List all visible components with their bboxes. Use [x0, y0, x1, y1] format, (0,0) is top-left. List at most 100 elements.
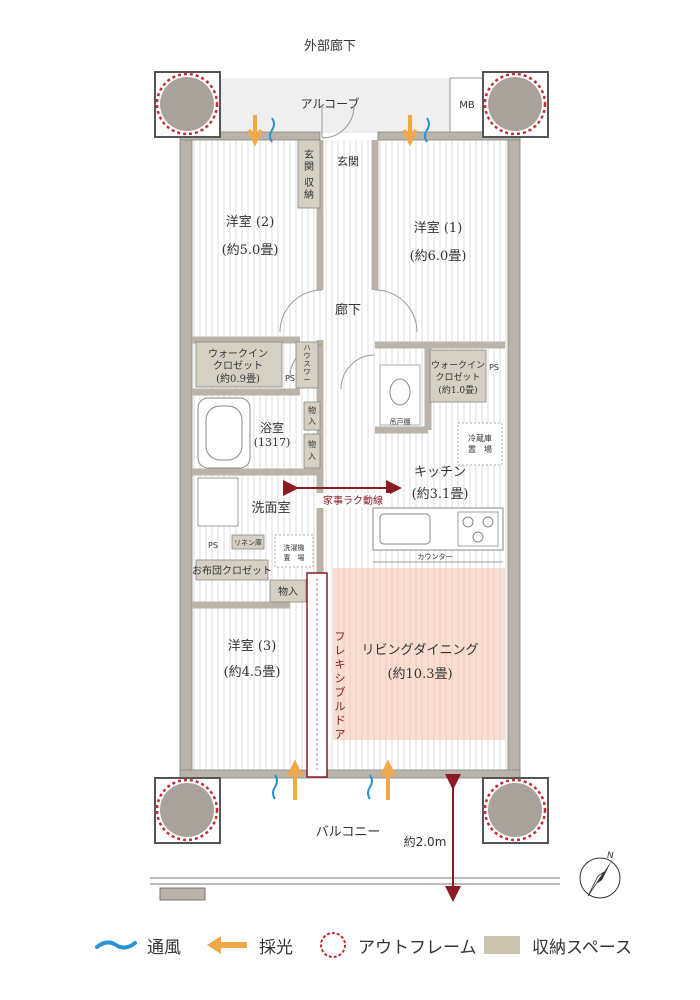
- ps-label-3: PS: [208, 541, 218, 550]
- pillar-ne: [482, 71, 549, 138]
- legend-item-daylight: 採光: [205, 925, 293, 965]
- storage-label: 物入: [278, 585, 298, 598]
- housework-char: ワ: [304, 368, 311, 376]
- kitchen-name: キッチン: [414, 465, 466, 480]
- entrance-storage-char: 納: [304, 188, 314, 201]
- flex-door-char: フ: [335, 630, 346, 643]
- legend-label: アウトフレーム: [358, 937, 477, 958]
- washer-line2: 置 場: [284, 553, 305, 562]
- sink-icon: [379, 513, 431, 545]
- housework-char: ー: [304, 376, 311, 384]
- wic2-box: [429, 349, 487, 403]
- futon-closet: [195, 559, 269, 581]
- east-wall: [507, 131, 521, 778]
- legend-item-outframe: アウトフレーム: [318, 925, 477, 965]
- ps-label-1: PS: [285, 374, 295, 383]
- toilet-shelf-label: 吊戸棚: [390, 417, 411, 426]
- flex-door-char: レ: [335, 644, 346, 657]
- room2-name: 洋室 (2): [226, 214, 275, 230]
- flex-door-char: ド: [335, 714, 346, 727]
- chore-line-label: 家事ラク動線: [323, 494, 383, 507]
- floor-plan: 外部廊下 アルコーブ MB: [150, 38, 621, 902]
- entrance-door-swing: [321, 105, 355, 139]
- legend-label: 通風: [147, 937, 181, 958]
- mb-label: MB: [459, 100, 475, 111]
- wic1-line1: ウォークイン: [208, 348, 268, 360]
- bathtub: [197, 397, 251, 469]
- living-size: (約10.3畳): [387, 667, 452, 682]
- ps-label-2: PS: [489, 363, 499, 372]
- balcony-label: バルコニー: [316, 825, 381, 840]
- entrance-storage-char: 玄: [304, 148, 314, 161]
- wash-basin: [197, 477, 239, 527]
- flex-door-char: ブ: [335, 685, 346, 699]
- wic2-line1: ウォークイン: [431, 360, 485, 371]
- washer-line1: 洗濯機: [284, 543, 305, 552]
- wave-icon: [95, 940, 137, 950]
- north-compass-icon: [579, 857, 621, 899]
- room2-size: (約5.0畳): [222, 243, 279, 258]
- bath-size: (1317): [254, 436, 291, 449]
- room3-size: (約4.5畳): [224, 665, 281, 680]
- living-name: リビングダイニング: [361, 643, 478, 658]
- corridor-label: 外部廊下: [304, 38, 356, 54]
- wind-light-top-right: [402, 115, 430, 147]
- housework-char: ハ: [304, 344, 311, 352]
- flex-door-char: ア: [335, 728, 346, 741]
- fridge-line1: 冷蔵庫: [468, 433, 492, 443]
- housework-char: ウ: [304, 352, 311, 360]
- entrance-storage-char: 収: [304, 177, 314, 189]
- fridge-space: [457, 422, 503, 466]
- counter-label: カウンター: [418, 552, 453, 561]
- arrow-icon: [207, 936, 247, 954]
- wic2-size: (約1.0畳): [438, 384, 477, 396]
- pillar-se: [482, 777, 549, 844]
- wic1-line2: クロゼット: [213, 360, 263, 372]
- storage-char: 入: [308, 452, 316, 461]
- futon-closet-label: お布団クロゼット: [192, 565, 272, 577]
- legend-label: 採光: [259, 937, 293, 958]
- room1-size: (約6.0畳): [410, 249, 467, 264]
- wind-light-top-left: [247, 115, 275, 147]
- flex-door-char: シ: [335, 672, 346, 685]
- storage-box-1: [303, 401, 321, 431]
- storage-char: 物: [308, 439, 316, 449]
- bath-name: 浴室: [260, 420, 284, 435]
- room3-name: 洋室 (3): [228, 638, 277, 654]
- linen-label: リネン庫: [234, 538, 262, 547]
- entrance-label: 玄関: [337, 154, 359, 168]
- circle-icon: [320, 932, 346, 958]
- storage-box-3: [269, 579, 307, 603]
- entrance-storage: [297, 139, 321, 209]
- housework-space: [295, 341, 319, 389]
- living-floor: [333, 568, 505, 740]
- north-label: N: [607, 851, 614, 861]
- wic2-line2: クロゼット: [435, 371, 480, 383]
- west-wall: [179, 131, 193, 778]
- washroom-label: 洗面室: [251, 500, 290, 516]
- balcony-depth-label: 約2.0m: [404, 834, 447, 849]
- legend: 通風 採光 アウトフレーム 収納スペース: [0, 925, 700, 965]
- legend-label: 収納スペース: [532, 937, 632, 958]
- balcony-unit: [159, 887, 206, 901]
- fridge-line2: 置 場: [468, 444, 492, 454]
- wind-light-bottom-left: [272, 759, 303, 800]
- room1-name: 洋室 (1): [414, 220, 463, 236]
- stove-icon: [457, 511, 499, 547]
- storage-char: 物: [308, 405, 316, 415]
- washer-space: [274, 534, 314, 568]
- hallway-label: 廊下: [335, 302, 361, 318]
- legend-item-ventilation: 通風: [95, 925, 181, 965]
- wind-light-bottom-right: [367, 759, 396, 800]
- flex-door-char: キ: [335, 658, 346, 671]
- toilet-icon: [389, 378, 411, 406]
- square-icon: [484, 936, 520, 954]
- pillar-nw: [154, 71, 221, 138]
- wic1-size: (約0.9畳): [216, 372, 260, 385]
- housework-char: ス: [304, 360, 311, 368]
- legend-item-storage: 収納スペース: [482, 925, 632, 965]
- storage-char: 入: [308, 417, 316, 426]
- flex-door-char: ル: [335, 700, 346, 713]
- linen-box: [231, 534, 265, 550]
- wic1-box: [195, 341, 283, 388]
